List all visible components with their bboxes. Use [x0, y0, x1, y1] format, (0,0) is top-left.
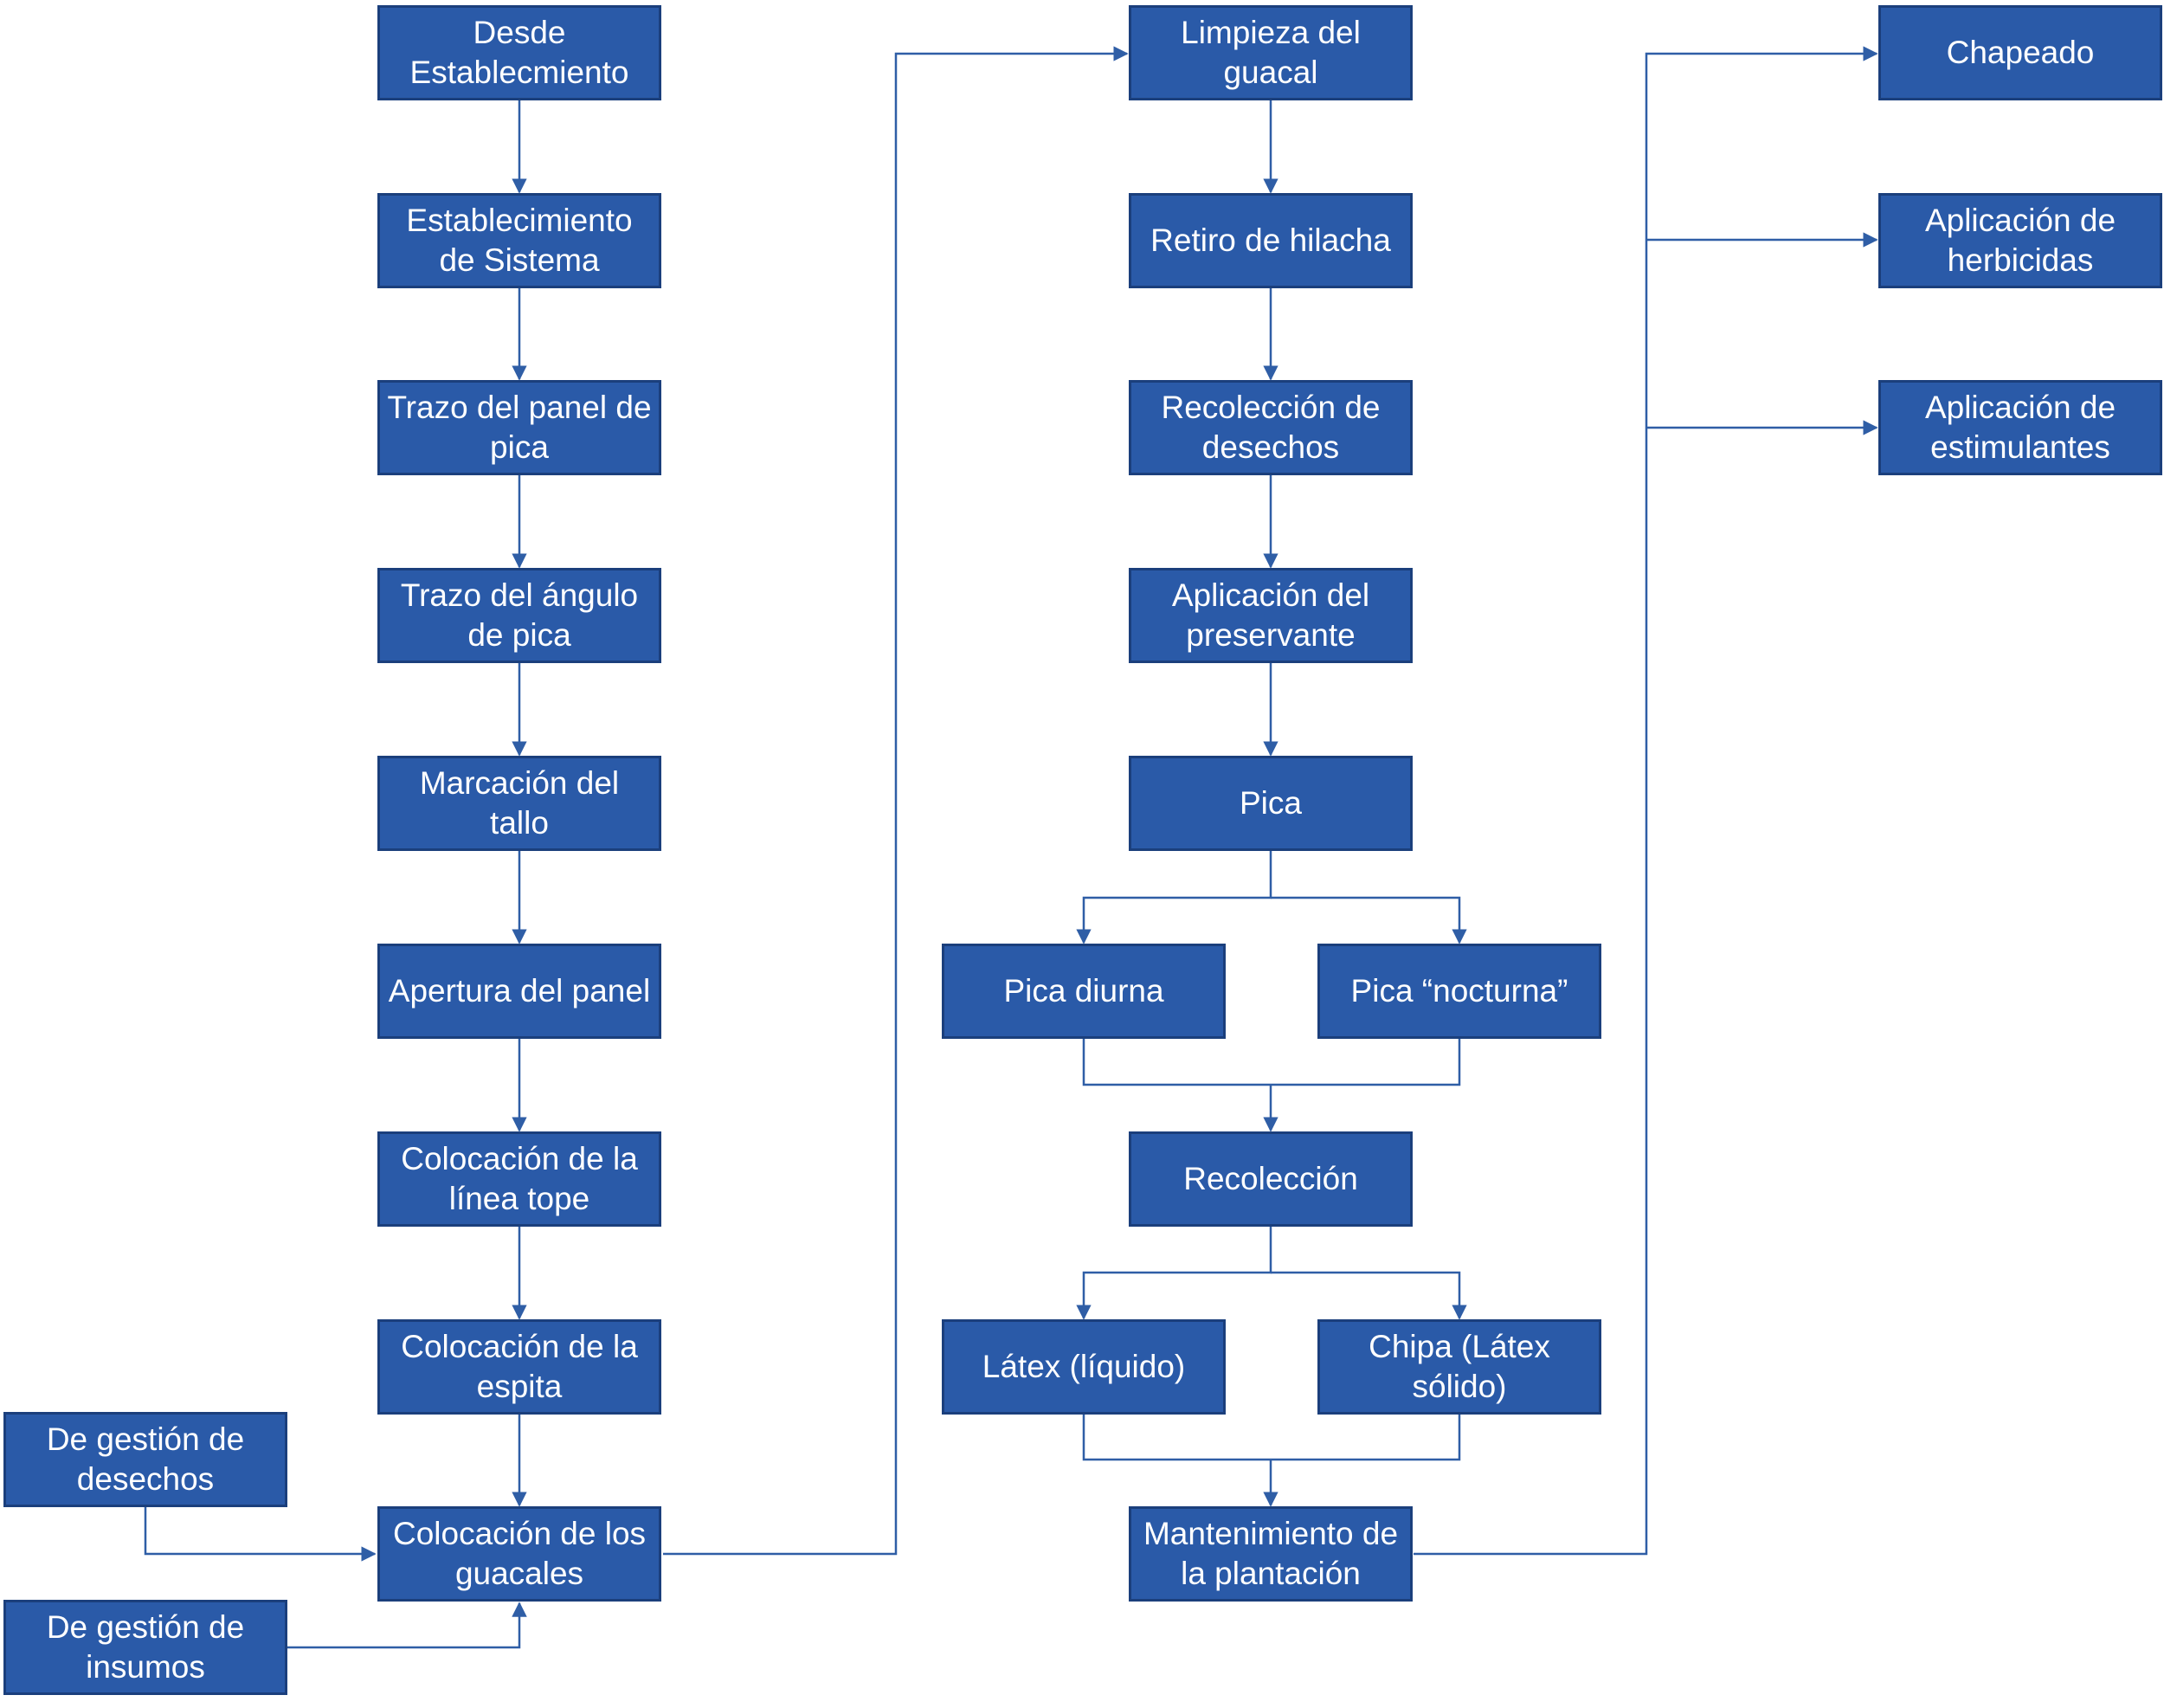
node-recoleccion-desechos: Recolección de desechos: [1129, 380, 1413, 475]
connector-recoleccion-to-latex: [1076, 1227, 1272, 1320]
node-gestion-insumos: De gestión de insumos: [3, 1600, 287, 1695]
node-desde-establecimiento: Desde Establecmiento: [377, 5, 661, 100]
node-establecimiento-sistema: Establecimiento de Sistema: [377, 193, 661, 288]
node-pica: Pica: [1129, 756, 1413, 851]
node-pica-diurna: Pica diurna: [942, 944, 1226, 1039]
connector-pica-to-diurna: [1076, 851, 1272, 944]
connector-insumos-to-guacales: [287, 1602, 527, 1649]
connector-pica-to-nocturna: [1271, 896, 1467, 944]
connector-mantenimiento-to-chapeado: [1414, 46, 1878, 1556]
node-apertura-panel: Apertura del panel: [377, 944, 661, 1039]
node-aplicacion-estimulantes: Aplicación de estimulantes: [1878, 380, 2162, 475]
node-gestion-desechos: De gestión de desechos: [3, 1412, 287, 1507]
connector-diurna-to-recoleccion: [1082, 1039, 1461, 1086]
node-marcacion-tallo: Marcación del tallo: [377, 756, 661, 851]
node-latex-liquido: Látex (líquido): [942, 1319, 1226, 1415]
connector-recoleccion-to-chipa: [1271, 1271, 1467, 1320]
node-chapeado: Chapeado: [1878, 5, 2162, 100]
connector-latex-chipa-merge: [1082, 1415, 1461, 1461]
node-aplicacion-herbicidas: Aplicación de herbicidas: [1878, 193, 2162, 288]
connector-guacales-to-limpieza: [663, 46, 1129, 1556]
node-mantenimiento-plantacion: Mantenimiento de la plantación: [1129, 1506, 1413, 1602]
node-limpieza-guacal: Limpieza del guacal: [1129, 5, 1413, 100]
node-colocacion-espita: Colocación de la espita: [377, 1319, 661, 1415]
node-pica-nocturna: Pica “nocturna”: [1317, 944, 1601, 1039]
node-retiro-hilacha: Retiro de hilacha: [1129, 193, 1413, 288]
node-trazo-panel: Trazo del panel de pica: [377, 380, 661, 475]
node-aplicacion-preservante: Aplicación del preservante: [1129, 568, 1413, 663]
node-recoleccion: Recolección: [1129, 1131, 1413, 1227]
node-colocacion-linea-tope: Colocación de la línea tope: [377, 1131, 661, 1227]
node-chipa-latex-solido: Chipa (Látex sólido): [1317, 1319, 1601, 1415]
connector-desechos-to-guacales: [144, 1507, 377, 1562]
node-trazo-angulo: Trazo del ángulo de pica: [377, 568, 661, 663]
node-colocacion-guacales: Colocación de los guacales: [377, 1506, 661, 1602]
